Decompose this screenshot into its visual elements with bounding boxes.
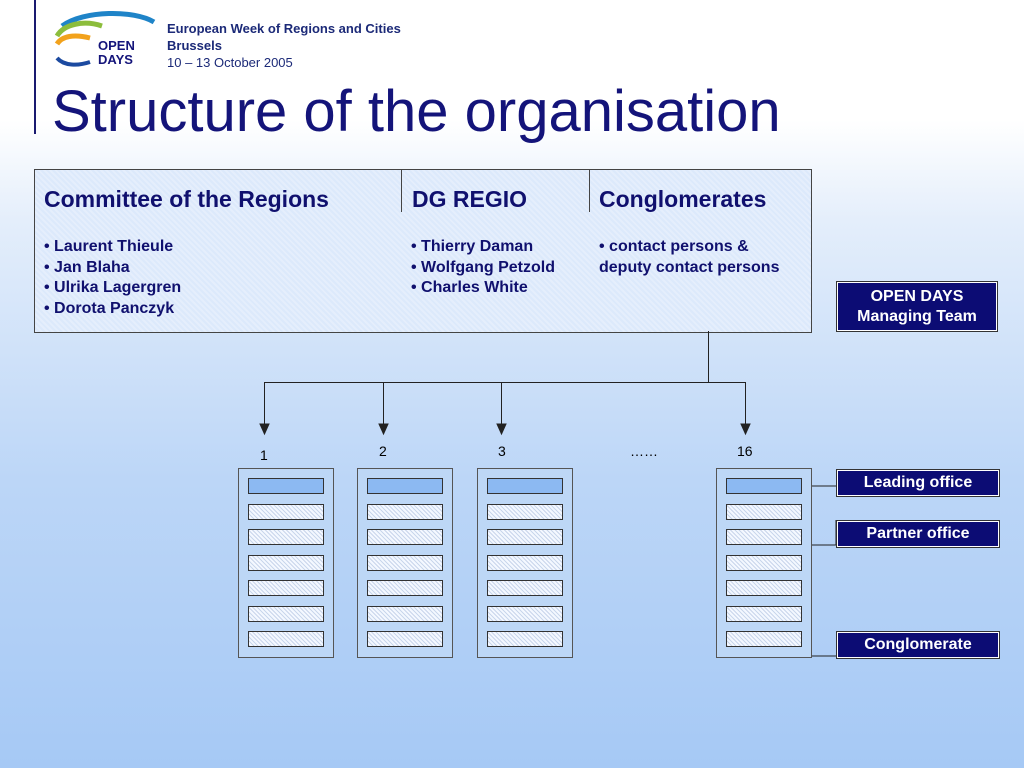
partner-office-slot xyxy=(487,606,563,622)
leading-office-slot xyxy=(726,478,802,494)
svg-text:DAYS: DAYS xyxy=(98,52,133,67)
managing-team-line1: OPEN DAYS xyxy=(870,288,964,305)
legend-partner-office: Partner office xyxy=(836,520,1000,548)
connector-line xyxy=(264,382,746,383)
partner-office-slot xyxy=(726,529,802,545)
leading-office-slot xyxy=(367,478,443,494)
partner-office-slot xyxy=(367,606,443,622)
conglomerate-number: 1 xyxy=(260,447,268,463)
partner-office-slot xyxy=(487,631,563,647)
partner-office-slot xyxy=(487,580,563,596)
partner-heading-cor: Committee of the Regions xyxy=(44,186,329,212)
partner-office-slot xyxy=(367,555,443,571)
conglomerate-number: 16 xyxy=(737,443,753,459)
cor-member-list: • Laurent Thieule • Jan Blaha • Ulrika L… xyxy=(44,237,181,319)
conglomerate-stack xyxy=(357,468,453,658)
partner-office-slot xyxy=(367,529,443,545)
list-item: • Charles White xyxy=(411,279,528,296)
leading-office-slot xyxy=(248,478,324,494)
partner-office-slot xyxy=(367,580,443,596)
partner-office-slot xyxy=(487,504,563,520)
partner-office-slot xyxy=(367,631,443,647)
leading-office-slot xyxy=(487,478,563,494)
event-info: European Week of Regions and Cities Brus… xyxy=(167,20,401,71)
column-divider xyxy=(589,169,590,212)
list-item: • contact persons & xyxy=(599,238,749,255)
partner-heading-dg-regio: DG REGIO xyxy=(412,186,528,212)
conglomerates-member-list: • contact persons & deputy contact perso… xyxy=(599,237,779,278)
conglomerate-stack xyxy=(477,468,573,658)
conglomerate-number: …… xyxy=(630,443,658,459)
partner-office-slot xyxy=(726,580,802,596)
page-title: Structure of the organisation xyxy=(52,79,781,144)
conglomerate-number: 3 xyxy=(498,443,506,459)
partner-office-slot xyxy=(487,529,563,545)
event-dates: 10 – 13 October 2005 xyxy=(167,55,293,70)
partner-office-slot xyxy=(248,606,324,622)
partner-heading-conglomerates: Conglomerates xyxy=(599,186,767,212)
legend-conglomerate: Conglomerate xyxy=(836,631,1000,659)
list-item: • Wolfgang Petzold xyxy=(411,258,555,276)
list-item: • Thierry Daman xyxy=(411,238,534,255)
list-item: deputy contact persons xyxy=(599,258,780,276)
list-item: • Laurent Thieule xyxy=(44,238,174,255)
partner-office-slot xyxy=(726,631,802,647)
list-item: • Ulrika Lagergren xyxy=(44,279,182,296)
partner-office-slot xyxy=(726,606,802,622)
event-name: European Week of Regions and Cities xyxy=(167,21,401,36)
managing-team-box: OPEN DAYS Managing Team xyxy=(836,281,998,332)
partner-office-slot xyxy=(248,580,324,596)
column-divider xyxy=(401,169,402,212)
event-city: Brussels xyxy=(167,38,222,53)
partner-office-slot xyxy=(248,504,324,520)
header-divider-line xyxy=(34,0,36,134)
partner-office-slot xyxy=(367,504,443,520)
dg-regio-member-list: • Thierry Daman • Wolfgang Petzold • Cha… xyxy=(411,237,555,299)
list-item: • Dorota Panczyk xyxy=(44,299,175,317)
partners-box xyxy=(34,169,812,333)
partner-office-slot xyxy=(248,631,324,647)
list-item: • Jan Blaha xyxy=(44,258,130,276)
legend-leading-office: Leading office xyxy=(836,469,1000,497)
managing-team-line2: Managing Team xyxy=(857,308,977,325)
partner-office-slot xyxy=(487,555,563,571)
connector-line xyxy=(708,331,709,383)
partner-office-slot xyxy=(726,504,802,520)
conglomerate-stack xyxy=(238,468,334,658)
open-days-logo: OPEN DAYS xyxy=(54,10,156,67)
conglomerate-stack xyxy=(716,468,812,658)
partner-office-slot xyxy=(726,555,802,571)
partner-office-slot xyxy=(248,529,324,545)
svg-text:OPEN: OPEN xyxy=(98,38,135,53)
partner-office-slot xyxy=(248,555,324,571)
conglomerate-number: 2 xyxy=(379,443,387,459)
